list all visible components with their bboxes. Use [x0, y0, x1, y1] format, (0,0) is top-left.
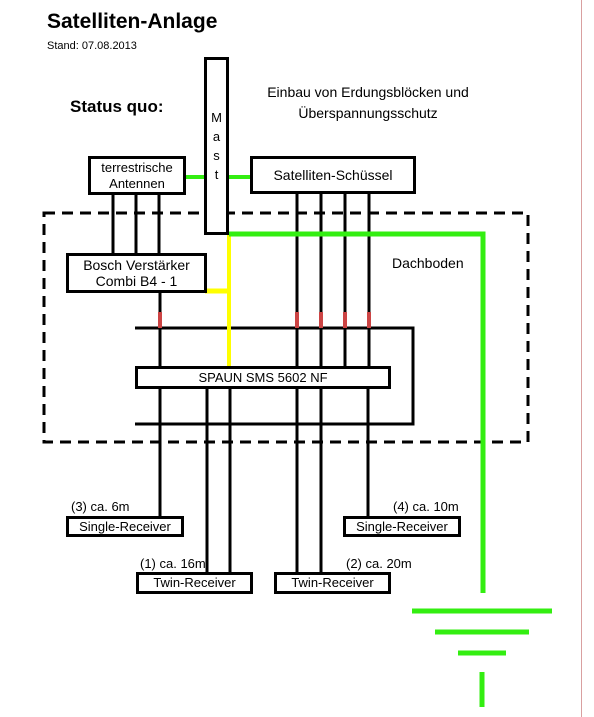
cable-label-3: (3) ca. 6m — [71, 499, 130, 514]
cable-label-2: (2) ca. 20m — [346, 556, 412, 571]
terrestrial-antennas-box: terrestrische Antennen — [88, 156, 186, 195]
single-receiver-left: Single-Receiver — [66, 516, 184, 537]
ground-wire — [229, 231, 486, 593]
note-text: Einbau von Erdungsblöcken und Überspannu… — [248, 82, 488, 124]
status-heading: Status quo: — [70, 97, 164, 116]
mast-letter: a — [212, 129, 221, 144]
note-line-1: Einbau von Erdungsblöcken und — [267, 84, 469, 100]
bus-frame — [135, 326, 415, 426]
satellite-dish-label: Satelliten-Schüssel — [273, 167, 393, 183]
page-title: Satelliten-Anlage — [47, 10, 218, 33]
mast-letter: M — [211, 110, 222, 125]
antennas-label-line-1: terrestrische — [101, 159, 173, 175]
twin-receiver-left: Twin-Receiver — [136, 572, 253, 594]
satellite-dish-box: Satelliten-Schüssel — [250, 156, 416, 194]
twin-receiver-left-label: Twin-Receiver — [153, 575, 236, 590]
antennas-label-line-2: Antennen — [109, 175, 165, 191]
attic-boundary — [42, 211, 530, 444]
twin-receiver-right: Twin-Receiver — [274, 572, 391, 594]
single-receiver-right: Single-Receiver — [343, 516, 461, 537]
amplifier-box: Bosch Verstärker Combi B4 - 1 — [66, 253, 207, 293]
cable-label-1: (1) ca. 16m — [140, 556, 206, 571]
cable-label-4: (4) ca. 10m — [393, 499, 459, 514]
note-line-2: Überspannungsschutz — [298, 105, 438, 121]
amplifier-label-line-1: Bosch Verstärker — [83, 257, 190, 273]
twin-receiver-right-label: Twin-Receiver — [291, 575, 374, 590]
mast-letter: t — [214, 167, 219, 182]
mast-letter: s — [213, 148, 220, 163]
mast: M a s t — [204, 57, 229, 235]
frame-edge — [581, 0, 594, 717]
attic-label: Dachboden — [392, 255, 464, 271]
multiswitch-box: SPAUN SMS 5602 NF — [135, 366, 391, 389]
ground-symbol-icon — [412, 608, 552, 707]
single-receiver-left-label: Single-Receiver — [79, 518, 171, 534]
stand-date: Stand: 07.08.2013 — [47, 40, 137, 52]
single-receiver-right-label: Single-Receiver — [356, 518, 448, 534]
connectors — [158, 312, 371, 328]
multiswitch-label: SPAUN SMS 5602 NF — [198, 369, 328, 385]
amplifier-label-line-2: Combi B4 - 1 — [95, 273, 178, 289]
